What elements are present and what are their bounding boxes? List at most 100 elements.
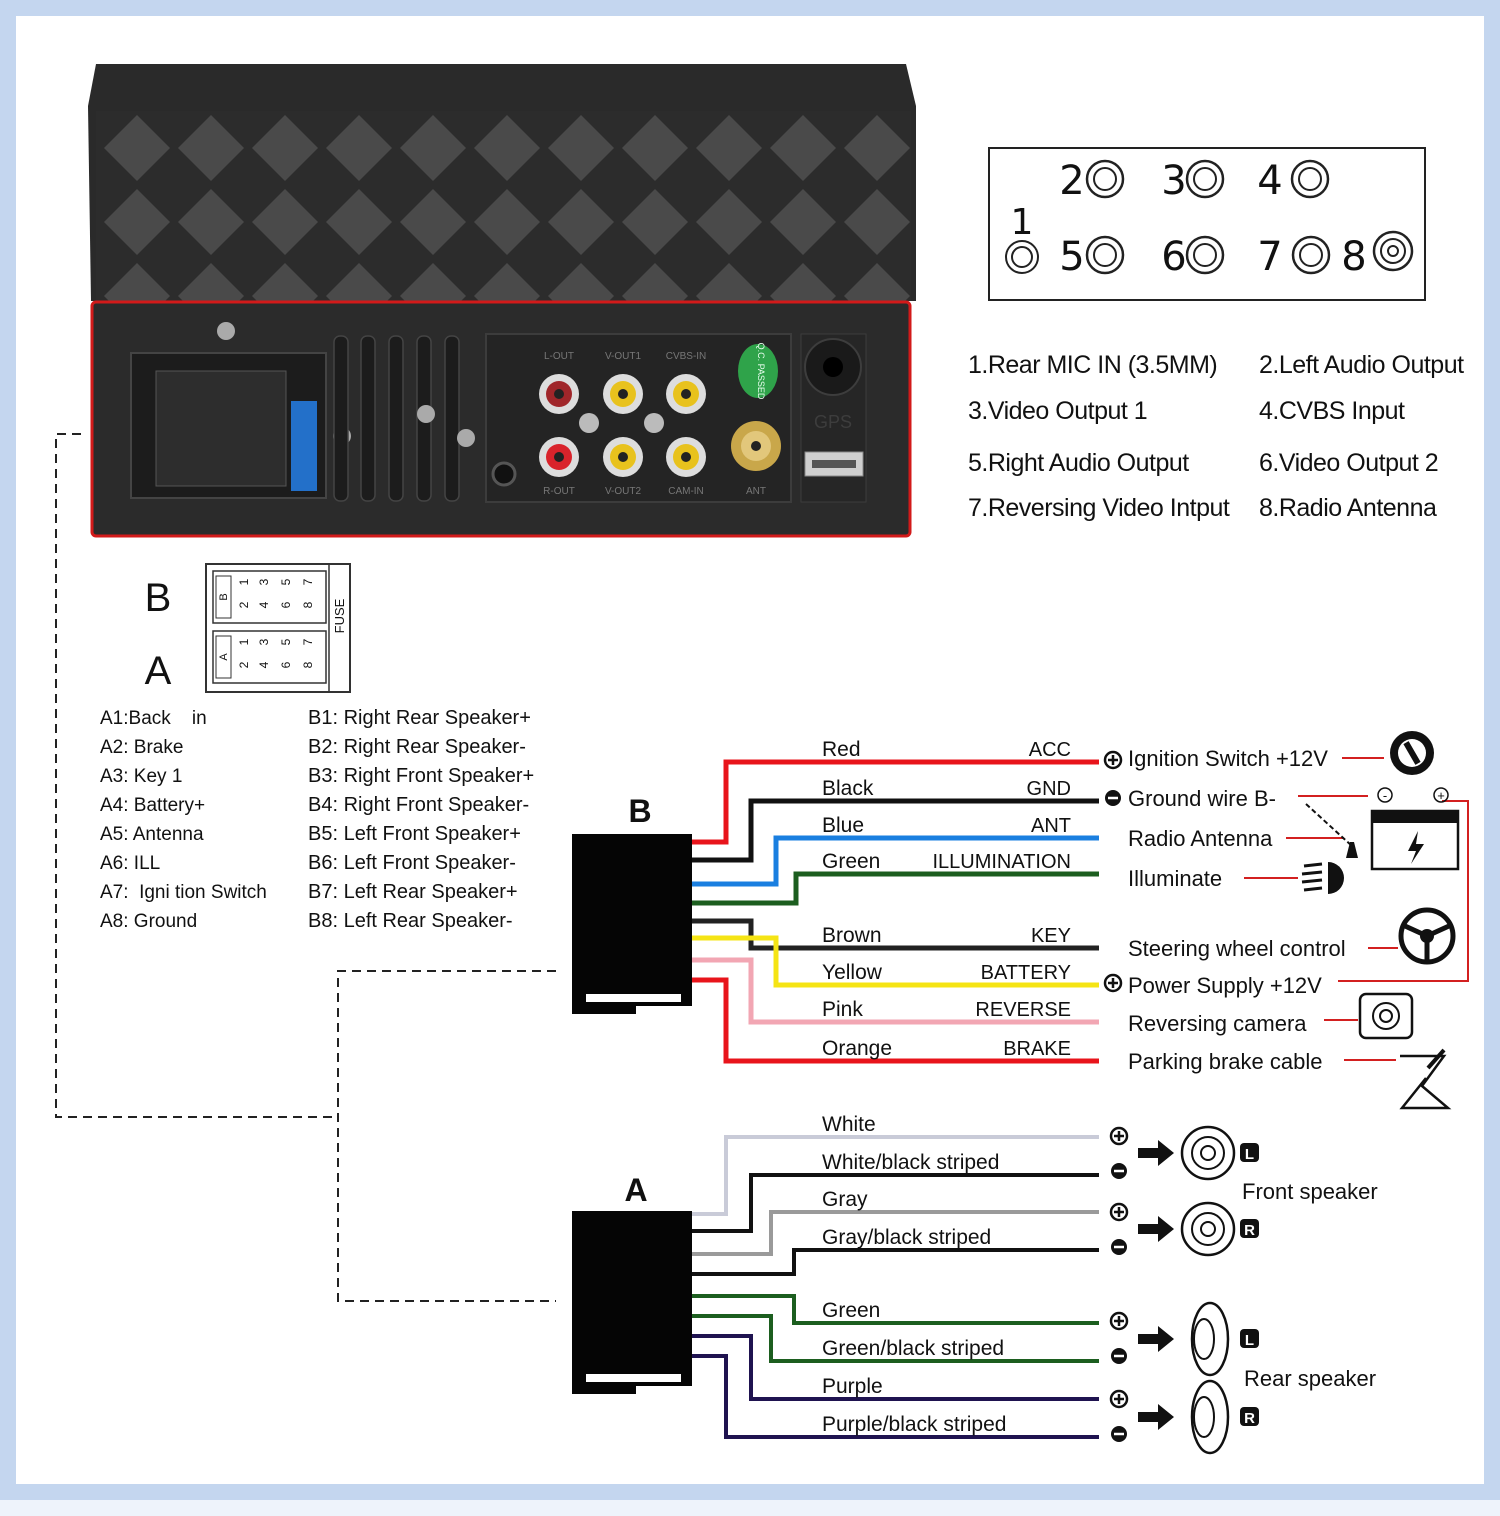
wire-color-label: Red [822,738,861,761]
pin-item: B5: Left Front Speaker+ [308,823,521,845]
minus-icon [1105,790,1121,806]
port-number: 8 [1341,234,1366,280]
pin-list-b: B1: Right Rear Speaker+ B2: Right Rear S… [308,707,534,932]
screw-icon [217,322,235,340]
gps-label: GPS [814,412,852,432]
arrow-right-icon [1138,1326,1174,1352]
legend-item: 8.Radio Antenna [1259,494,1437,522]
pin-number: 5 [279,638,293,645]
pin-item: B6: Left Front Speaker- [308,852,516,874]
pin-item: A1:Back in [100,708,207,729]
port-5-icon [1085,235,1125,275]
wire-color-label: Green [822,1299,880,1322]
front-speaker-right-icon [1180,1201,1236,1257]
ignition-key-icon [1390,731,1434,775]
rca-label: V-OUT1 [605,351,642,362]
rear-speaker-right-icon [1190,1379,1230,1455]
pin-number: 8 [301,661,315,668]
pin-item: B3: Right Front Speaker+ [308,765,534,787]
pin-item: A6: ILL [100,853,160,874]
port-7-icon [1291,235,1331,275]
plus-icon [1103,750,1123,770]
rca-jack-yellow [666,374,706,414]
rca-label: V-OUT2 [605,486,642,497]
pin-item: B1: Right Rear Speaker+ [308,707,531,729]
tag-a: A [218,653,230,661]
port-number: 4 [1257,158,1282,204]
pin-item: B7: Left Rear Speaker+ [308,881,518,903]
wire-color-label: Green [822,850,880,873]
battery-icon: - + [1370,787,1460,871]
channel-l-badge: L [1245,1146,1254,1163]
wire [692,935,1099,988]
pin-item: B4: Right Front Speaker- [308,794,529,816]
wire [692,1294,1099,1325]
antenna-icon [1305,803,1358,858]
port-number: 3 [1161,158,1186,204]
channel-badges: L R L R [1240,1143,1259,1427]
port-3-icon [1185,159,1225,199]
harness-b-destinations: Ignition Switch +12V Ground wire B- Radi… [1103,746,1346,1074]
wire-function-label: ILLUMINATION [932,851,1071,873]
front-speaker-left-icon [1180,1125,1236,1181]
wire-color-label: Green/black striped [822,1337,1004,1360]
wire-color-label: Blue [822,814,864,837]
minus-icon [1111,1348,1127,1364]
av-panel [485,333,792,503]
port-4-icon [1290,159,1330,199]
iso-connector-diagram: B A FUSE B A 1 3 5 7 2 4 6 8 1 3 5 7 2 4… [145,563,351,693]
screw-icon [644,413,664,433]
wire [692,759,1099,845]
arrow-right-icon [1138,1216,1174,1242]
pin-number: 8 [301,601,315,608]
wire-color-label: Orange [822,1037,892,1060]
plus-icon [1109,1202,1129,1222]
wire-color-label: Pink [822,998,863,1021]
rear-speaker-left-icon [1190,1301,1230,1377]
pin-number: 7 [301,578,315,585]
plus-icon [1103,973,1123,993]
port-number: 1 [1011,202,1034,243]
pin-number: 1 [237,578,251,585]
rca-label: R-OUT [543,486,575,497]
block-b-label: B [145,576,172,620]
minus-icon [1111,1163,1127,1179]
wire [692,1334,1099,1401]
destination-leaders [1244,757,1469,1061]
harness-b-label: B [628,793,651,829]
destination-label: Ground wire B- [1128,786,1276,811]
legend-item: 1.Rear MIC IN (3.5MM) [968,351,1217,379]
arrows [1138,1140,1174,1430]
pin-number: 4 [257,601,271,608]
wire-color-label: Yellow [822,961,883,984]
pin-number: 4 [257,661,271,668]
port-map: 1 2 3 4 5 6 7 8 [988,147,1426,301]
qc-passed-badge: Q.C. PASSED [738,343,778,400]
wire-color-label: White [822,1113,876,1136]
wire [692,1135,1099,1216]
pin-item: A5: Antenna [100,824,204,845]
rca-label: L-OUT [544,351,574,362]
destination-label: Reversing camera [1128,1011,1307,1036]
wire [692,1354,1099,1439]
rca-label: CVBS-IN [666,351,707,362]
fuse [291,401,317,491]
wiring-diagram: L-OUT V-OUT1 CVBS-IN R-OUT V-OUT2 CAM-IN… [55,64,1469,1455]
wire [692,1210,1099,1256]
wire [692,798,1099,863]
pin-item: B2: Right Rear Speaker- [308,736,526,758]
rca-jack-white [539,374,579,414]
destination-label: Radio Antenna [1128,826,1273,851]
battery-sign: - [1383,788,1387,803]
tag-b: B [218,593,230,600]
channel-l-badge: L [1245,1332,1254,1349]
port-number: 2 [1059,158,1084,204]
channel-r-badge: R [1244,1410,1255,1427]
destination-label: Parking brake cable [1128,1049,1322,1074]
pin-number: 1 [237,638,251,645]
port-6-icon [1185,235,1225,275]
wire-color-label: Gray [822,1188,868,1211]
wire-function-label: GND [1027,778,1071,800]
